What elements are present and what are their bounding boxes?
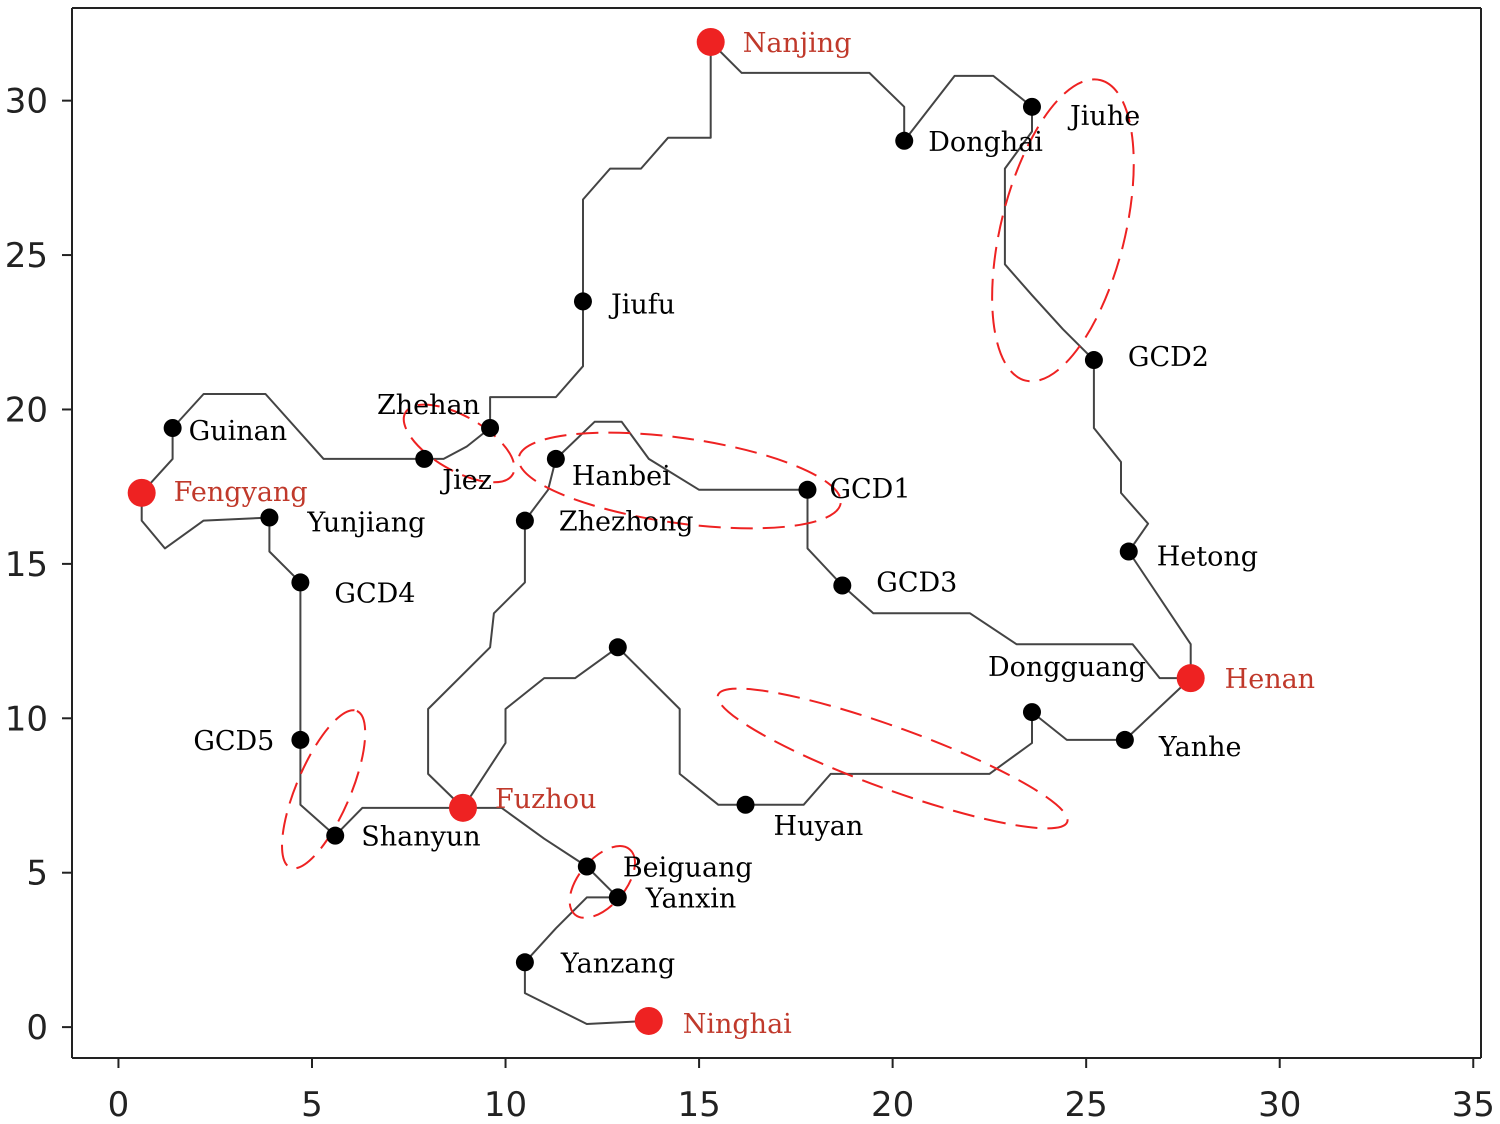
- y-tick-label-0: 0: [26, 1008, 48, 1048]
- nodes-layer: [127, 27, 1205, 1035]
- label-gcd4: GCD4: [334, 578, 415, 609]
- node-huyan: [736, 795, 755, 814]
- label-hanbei: Hanbei: [572, 461, 671, 492]
- label-gcd3: GCD3: [876, 568, 957, 599]
- node-beiguang: [577, 857, 596, 876]
- hub-nanjing: [696, 27, 725, 56]
- node-hanbei: [546, 449, 565, 468]
- node-hetong: [1119, 542, 1138, 561]
- hub-fengyang: [127, 478, 156, 507]
- label-donghai: Donghai: [928, 127, 1043, 158]
- route-line-3: [427, 420, 1191, 809]
- label-gcd2: GCD2: [1128, 342, 1209, 373]
- node-yanhe: [1115, 730, 1134, 749]
- label-fuzhou: Fuzhou: [495, 784, 596, 815]
- cluster-ellipse-4: [716, 687, 1069, 830]
- x-tick-label-0: 0: [108, 1085, 130, 1124]
- x-tick-label-30: 30: [1258, 1085, 1301, 1124]
- cluster-ellipse-5: [281, 709, 367, 870]
- label-henan: Henan: [1225, 664, 1315, 695]
- label-shanyun: Shanyun: [361, 822, 480, 853]
- label-zhezhong: Zhezhong: [559, 507, 694, 538]
- x-tick-label-35: 35: [1452, 1085, 1495, 1124]
- cluster-ellipse-2: [402, 403, 516, 484]
- node-yanxin: [608, 888, 627, 907]
- hub-henan: [1176, 664, 1205, 693]
- node-gcd5: [291, 730, 310, 749]
- route-line-2: [709, 41, 1192, 679]
- label-jiuhe: Jiuhe: [1067, 101, 1140, 132]
- x-tick-label-5: 5: [301, 1085, 323, 1124]
- node-gcd2: [1084, 351, 1103, 370]
- label-dongguang: Dongguang: [988, 652, 1146, 683]
- label-nanjing: Nanjing: [743, 28, 852, 59]
- label-jiez: Jiez: [439, 465, 492, 496]
- y-tick-label-15: 15: [5, 545, 48, 585]
- cluster-ellipse-1: [991, 78, 1135, 383]
- y-tick-label-20: 20: [5, 390, 48, 430]
- y-tick-label-5: 5: [26, 854, 48, 894]
- label-gcd5: GCD5: [193, 726, 274, 757]
- label-yanxin: Yanxin: [645, 883, 736, 914]
- node-gcd4: [291, 573, 310, 592]
- label-yanzang: Yanzang: [560, 948, 675, 979]
- node-gcd3: [833, 576, 852, 595]
- node-zhezhong: [515, 511, 534, 530]
- label-huyan: Huyan: [774, 811, 864, 842]
- node-guinan: [163, 419, 182, 437]
- label-yunjiang: Yunjiang: [306, 508, 425, 539]
- label-ninghai: Ninghai: [683, 1009, 792, 1040]
- node-jiez: [415, 449, 434, 468]
- node-jiuhe: [1022, 97, 1041, 116]
- node-jiufu: [573, 292, 592, 311]
- hub-ninghai: [634, 1006, 663, 1035]
- node-yanzang: [515, 953, 534, 972]
- x-tick-label-10: 10: [484, 1085, 527, 1124]
- label-guinan: Guinan: [189, 416, 287, 447]
- axes-layer: 0 5 10 15 20 25 30 35 0 5 10 15 20 25 30: [5, 7, 1495, 1124]
- label-gcd1: GCD1: [829, 474, 910, 505]
- label-yanhe: Yanhe: [1158, 732, 1242, 763]
- x-tick-label-20: 20: [871, 1085, 914, 1124]
- label-jiufu: Jiufu: [608, 289, 675, 320]
- route-line-1: [140, 42, 712, 1025]
- label-fengyang: Fengyang: [174, 477, 308, 508]
- hub-fuzhou: [448, 793, 477, 822]
- node-yunjiang: [260, 508, 279, 527]
- node-zhehan: [481, 419, 500, 437]
- label-zhehan: Zhehan: [377, 390, 480, 421]
- label-hetong: Hetong: [1157, 542, 1258, 573]
- node-junction-15: [608, 638, 627, 657]
- x-tick-label-15: 15: [677, 1085, 720, 1124]
- node-gcd1: [798, 480, 817, 499]
- label-beiguang: Beiguang: [623, 853, 753, 884]
- x-tick-label-25: 25: [1065, 1085, 1108, 1124]
- node-donghai: [895, 131, 914, 150]
- node-dongguang: [1022, 703, 1041, 722]
- y-tick-label-25: 25: [5, 236, 48, 276]
- y-tick-label-30: 30: [5, 82, 48, 122]
- y-tick-label-10: 10: [5, 699, 48, 739]
- node-shanyun: [326, 826, 345, 845]
